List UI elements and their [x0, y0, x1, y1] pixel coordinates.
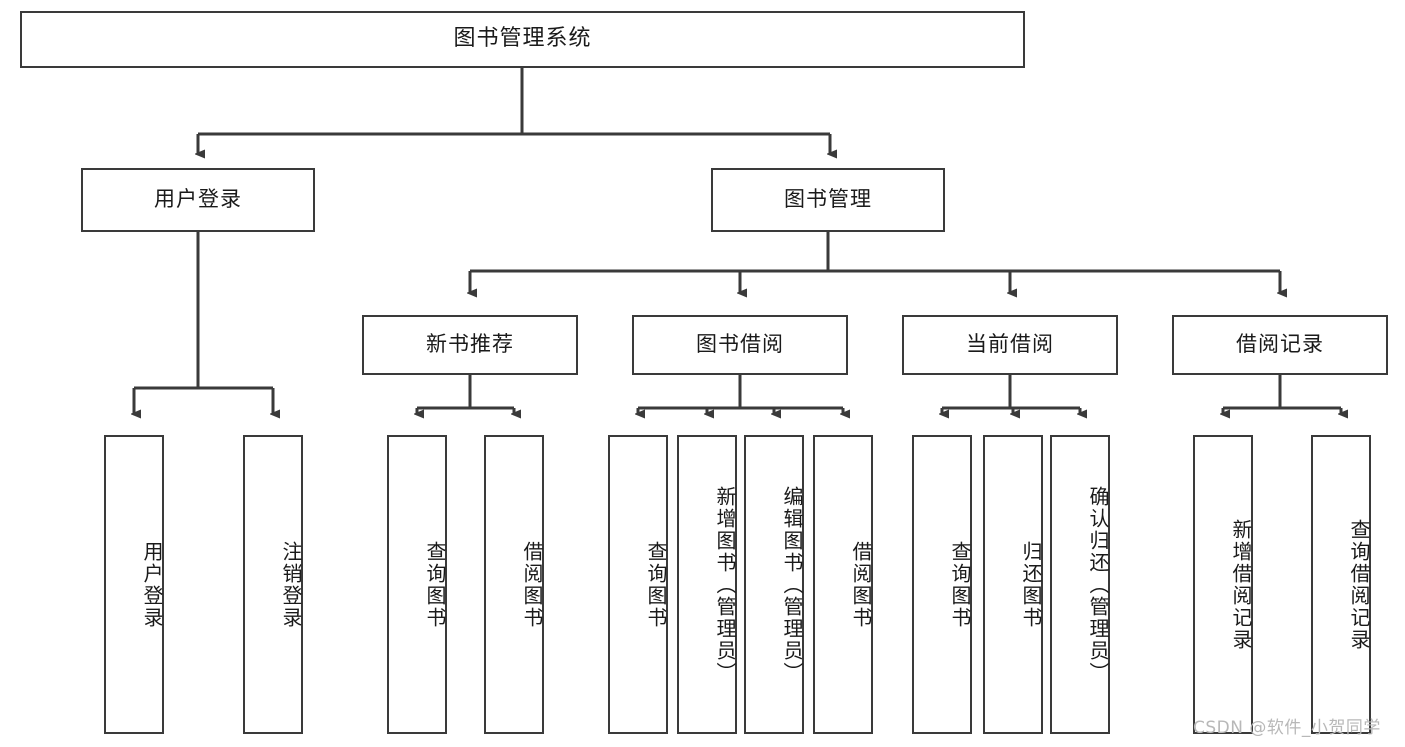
node-leaf-confirm-return[interactable]: 确认归还（管理员）	[1050, 435, 1110, 734]
node-book-borrow[interactable]: 图书借阅	[632, 315, 848, 375]
node-book-borrow-label: 图书借阅	[696, 332, 784, 357]
node-borrow-record-label: 借阅记录	[1236, 332, 1324, 357]
node-leaf-user-login-label: 用户登录	[140, 540, 164, 629]
node-leaf-query-borrow-record-label: 查询借阅记录	[1347, 518, 1371, 651]
node-book-management-label: 图书管理	[784, 187, 872, 212]
node-leaf-query-book-1-label: 查询图书	[423, 540, 447, 629]
node-book-management[interactable]: 图书管理	[711, 168, 945, 232]
node-leaf-borrow-book-1[interactable]: 借阅图书	[484, 435, 544, 734]
node-borrow-record[interactable]: 借阅记录	[1172, 315, 1388, 375]
node-leaf-confirm-return-label: 确认归还（管理员）	[1086, 485, 1110, 684]
node-root-label: 图书管理系统	[453, 26, 592, 52]
csdn-watermark: CSDN @软件_小贺同学	[1193, 718, 1381, 738]
node-user-login-label: 用户登录	[154, 187, 242, 212]
node-current-borrow-label: 当前借阅	[966, 332, 1054, 357]
node-leaf-query-book-3-label: 查询图书	[948, 540, 972, 629]
node-leaf-return-book-label: 归还图书	[1019, 540, 1043, 629]
node-leaf-edit-book-label: 编辑图书（管理员）	[780, 485, 804, 684]
node-leaf-query-book-2[interactable]: 查询图书	[608, 435, 668, 734]
node-leaf-borrow-book-2-label: 借阅图书	[849, 540, 873, 629]
node-leaf-edit-book[interactable]: 编辑图书（管理员）	[744, 435, 804, 734]
node-leaf-logout-login[interactable]: 注销登录	[243, 435, 303, 734]
node-new-book-recommend-label: 新书推荐	[426, 332, 514, 357]
node-leaf-query-book-3[interactable]: 查询图书	[912, 435, 972, 734]
node-root-system[interactable]: 图书管理系统	[20, 11, 1025, 68]
node-leaf-return-book[interactable]: 归还图书	[983, 435, 1043, 734]
node-leaf-borrow-book-1-label: 借阅图书	[520, 540, 544, 629]
node-current-borrow[interactable]: 当前借阅	[902, 315, 1118, 375]
node-leaf-logout-login-label: 注销登录	[279, 540, 303, 629]
node-leaf-query-borrow-record[interactable]: 查询借阅记录	[1311, 435, 1371, 734]
node-leaf-user-login[interactable]: 用户登录	[104, 435, 164, 734]
node-leaf-query-book-2-label: 查询图书	[644, 540, 668, 629]
node-leaf-borrow-book-2[interactable]: 借阅图书	[813, 435, 873, 734]
node-leaf-query-book-1[interactable]: 查询图书	[387, 435, 447, 734]
node-leaf-add-borrow-record-label: 新增借阅记录	[1229, 518, 1253, 651]
node-leaf-add-borrow-record[interactable]: 新增借阅记录	[1193, 435, 1253, 734]
node-leaf-add-book-label: 新增图书（管理员）	[713, 485, 737, 684]
node-user-login[interactable]: 用户登录	[81, 168, 315, 232]
node-leaf-add-book[interactable]: 新增图书（管理员）	[677, 435, 737, 734]
node-new-book-recommend[interactable]: 新书推荐	[362, 315, 578, 375]
